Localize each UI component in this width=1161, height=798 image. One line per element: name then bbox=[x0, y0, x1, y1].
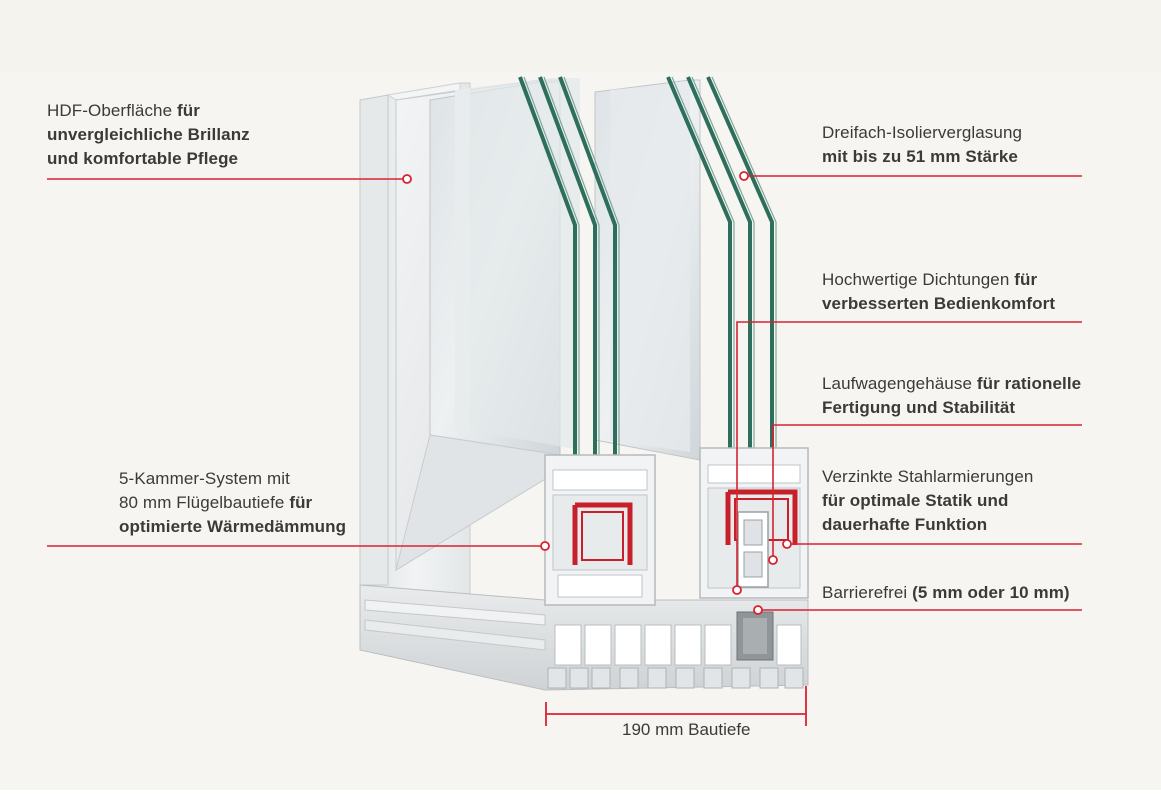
callout-laufwagen: Laufwagengehäuse für rationelle Fertigun… bbox=[822, 372, 1081, 420]
leader-laufwagen bbox=[772, 424, 1082, 556]
marker-barriere bbox=[753, 605, 763, 615]
callout-laufwagen-line1-bold: für rationelle bbox=[976, 374, 1082, 393]
marker-verglasung bbox=[739, 171, 749, 181]
callout-dichtungen-line1: Hochwertige Dichtungen bbox=[822, 270, 1015, 289]
callout-dichtungen-line2: verbesserten Bedienkomfort bbox=[822, 294, 1056, 313]
callout-hdf-line2: unvergleichliche Brillanz bbox=[47, 125, 250, 144]
callout-verglasung-line2: mit bis zu 51 mm Stärke bbox=[822, 147, 1018, 166]
dimension-line bbox=[545, 686, 807, 726]
callout-barriere: Barrierefrei (5 mm oder 10 mm) bbox=[822, 581, 1070, 605]
callout-barriere-line1: Barrierefrei bbox=[822, 583, 913, 602]
callout-hdf-line3: und komfortable Pflege bbox=[47, 149, 239, 168]
callout-dichtungen-line1-bold: für bbox=[1014, 270, 1038, 289]
left-sash bbox=[395, 78, 580, 572]
marker-stahl bbox=[782, 539, 792, 549]
bottom-background-strip bbox=[0, 790, 1161, 798]
glass-edges-left bbox=[518, 76, 617, 460]
callout-stahl-line1: Verzinkte Stahlarmierungen bbox=[822, 467, 1034, 486]
marker-kammer bbox=[540, 541, 550, 551]
callout-kammer-line2: 80 mm Flügelbautiefe bbox=[119, 493, 290, 512]
right-sash bbox=[594, 79, 701, 461]
callout-hdf-line1-bold: für bbox=[176, 101, 200, 120]
callout-hdf-line1: HDF-Oberfläche bbox=[47, 101, 177, 120]
callout-hdf: HDF-Oberfläche für unvergleichliche Bril… bbox=[47, 99, 250, 171]
glass-edges-right bbox=[666, 76, 774, 465]
callout-stahl-line3: dauerhafte Funktion bbox=[822, 515, 988, 534]
top-background-strip bbox=[0, 0, 1161, 72]
marker-laufwagen bbox=[768, 555, 778, 565]
callout-stahl: Verzinkte Stahlarmierungen für optimale … bbox=[822, 465, 1033, 537]
leader-markers bbox=[402, 171, 792, 615]
callout-kammer: 5-Kammer-System mit 80 mm Flügelbautiefe… bbox=[119, 467, 346, 539]
callout-kammer-line3: optimierte Wärmedämmung bbox=[119, 517, 347, 536]
callout-laufwagen-line1: Laufwagengehäuse bbox=[822, 374, 977, 393]
callout-stahl-line2: für optimale Statik und bbox=[822, 491, 1009, 510]
callout-kammer-line1: 5-Kammer-System mit bbox=[119, 469, 290, 488]
callout-verglasung-line1: Dreifach-Isolierverglasung bbox=[822, 123, 1023, 142]
leader-dichtungen bbox=[736, 321, 1082, 586]
callout-laufwagen-line2: Fertigung und Stabilität bbox=[822, 398, 1016, 417]
dimension-label: 190 mm Bautiefe bbox=[622, 720, 751, 739]
callout-barriere-line1-bold: (5 mm oder 10 mm) bbox=[912, 583, 1070, 602]
profile-cross-section bbox=[359, 447, 809, 691]
callout-kammer-line2-bold: für bbox=[289, 493, 313, 512]
marker-hdf bbox=[402, 174, 412, 184]
leader-lines bbox=[47, 175, 1082, 611]
callout-verglasung: Dreifach-Isolierverglasung mit bis zu 51… bbox=[822, 121, 1022, 169]
marker-dichtungen bbox=[732, 585, 742, 595]
callout-dichtungen: Hochwertige Dichtungen für verbesserten … bbox=[822, 268, 1055, 316]
